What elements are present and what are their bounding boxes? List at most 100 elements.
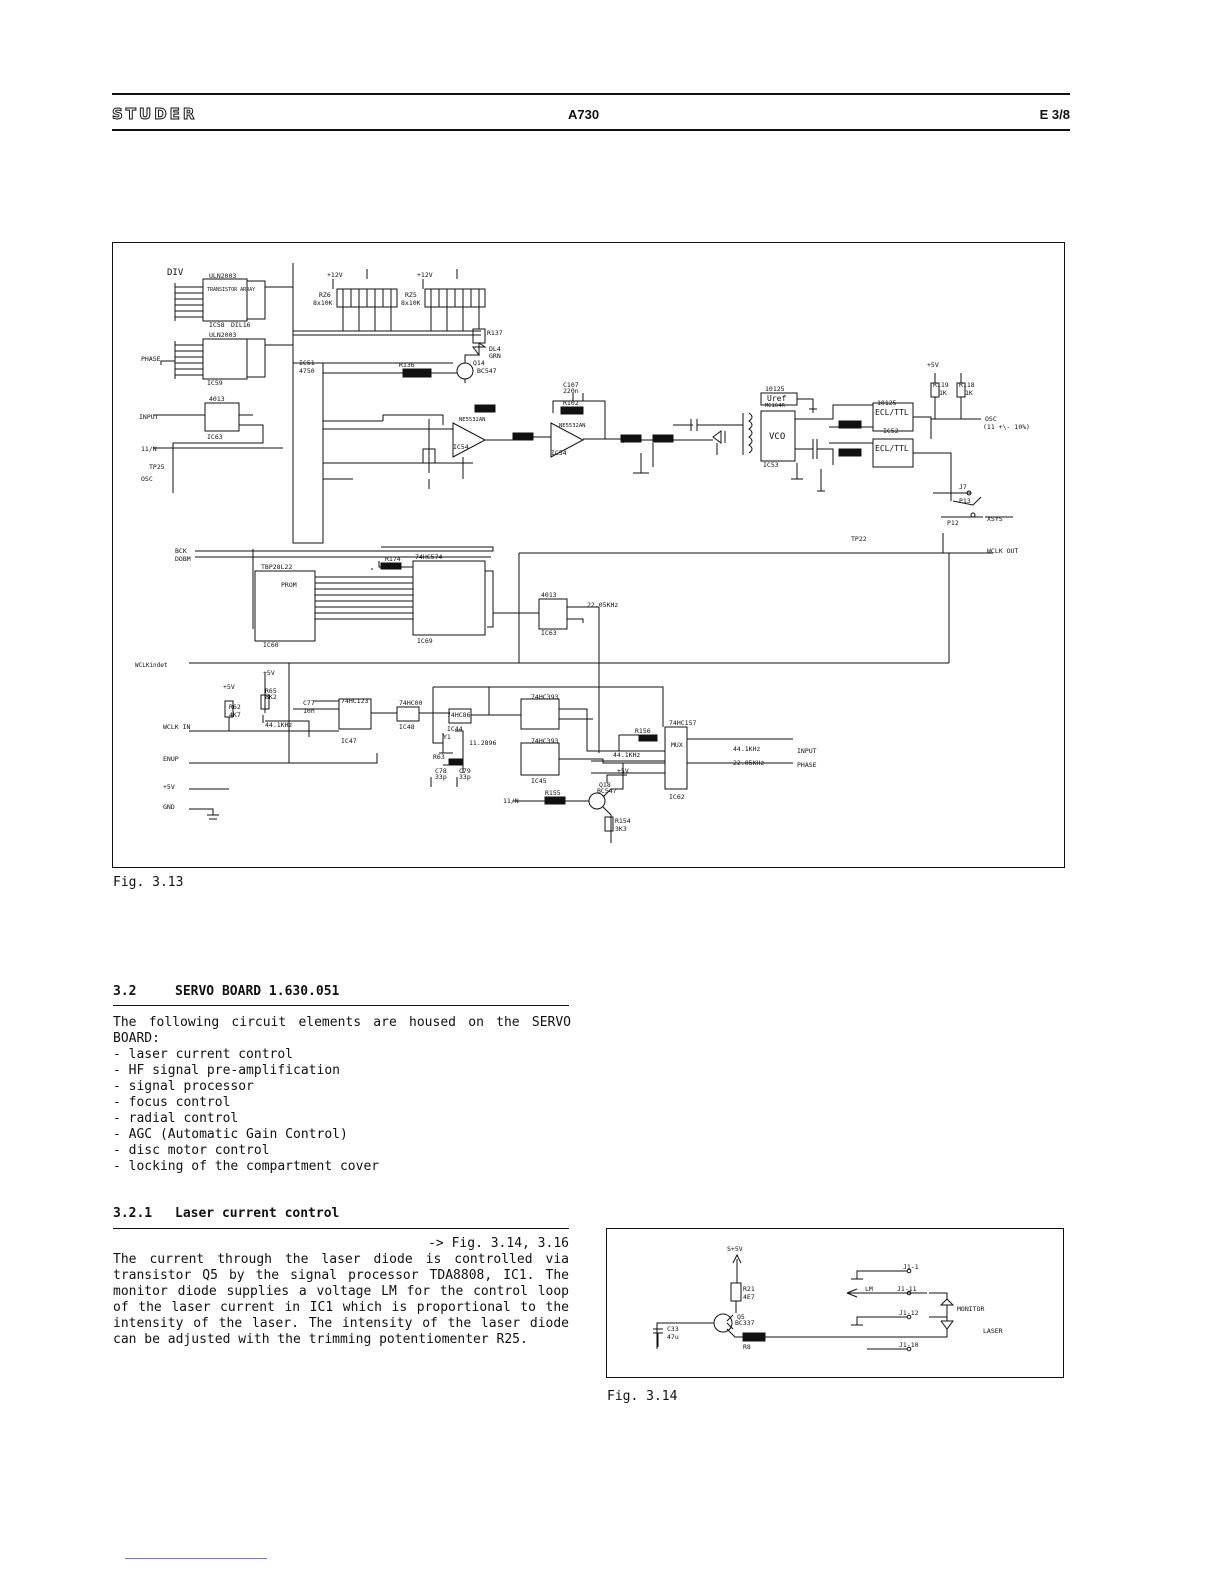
r118-value: 1K <box>965 389 973 397</box>
r174-label: R174 <box>385 555 401 563</box>
wclk-out-label: WCLK OUT <box>987 547 1018 555</box>
plus12v-label-b: +12V <box>417 271 433 279</box>
hc123-block <box>338 698 372 730</box>
hc123-label: 74HC123 <box>341 697 368 705</box>
body-line-last: can be adjusted with the trimming potent… <box>113 1332 528 1347</box>
uln-lower-label: ULN2003 <box>209 331 236 339</box>
part-10125-a: 10125 <box>765 385 785 393</box>
osc-in-label: OSC <box>141 475 153 483</box>
plus12v-label-a: +12V <box>327 271 343 279</box>
model-number: A730 <box>568 107 600 122</box>
ic58-label: IC58 <box>209 321 225 329</box>
p13-label: P13 <box>959 497 971 505</box>
phase-out-label: PHASE <box>797 761 817 769</box>
lm-label: LM <box>865 1285 873 1293</box>
schematic-figure-3-13: DIV ULN2003 TRANSISTOR ARRAY IC58 DIL16 … <box>112 242 1065 868</box>
supply-label: S+5V <box>727 1245 743 1253</box>
plus5v-label-c: +5V <box>223 683 235 691</box>
rz6-value: 8x10K <box>313 299 333 307</box>
r65-label: R65 <box>265 687 277 695</box>
freq-44-label-c: 44.1KHz <box>733 745 760 753</box>
r62-label: R62 <box>229 703 241 711</box>
body-line: transistor Q5 by the signal processor TD… <box>113 1268 569 1283</box>
input-out-label: INPUT <box>797 747 817 755</box>
j1-10-label: J1-10 <box>899 1341 919 1349</box>
ic52-label: IC52 <box>883 427 899 435</box>
r137-label: R137 <box>487 329 503 337</box>
body-line: monitor diode supplies a voltage LM for … <box>113 1284 569 1299</box>
ne5532-label-a: NE5532AN <box>459 417 486 423</box>
dil16-label-upper: DIL16 <box>231 321 251 329</box>
ic63b-part-label: 4013 <box>541 591 557 599</box>
ic47-label: IC47 <box>341 737 357 745</box>
hc157-label: 74HC157 <box>669 719 696 727</box>
osc-out-label: OSC <box>985 415 997 423</box>
hc574-block <box>412 560 486 636</box>
r119-value: 1K <box>939 389 947 397</box>
schematic-figure-3-14: S+5V R21 4E7 Q5 BC337 C33 47u R8 4E7 LM … <box>606 1228 1064 1378</box>
hc157-block <box>664 726 688 790</box>
r156-label: R156 <box>635 727 651 735</box>
rz5-value: 8x10K <box>401 299 421 307</box>
freq-44-label-a: 44.1KHz <box>265 721 292 729</box>
dl4-label: DL4 <box>489 345 501 353</box>
c33-label: C33 <box>667 1325 679 1333</box>
list-item: - disc motor control <box>113 1143 270 1158</box>
xsys-label: XSYS <box>987 515 1003 523</box>
y1-value: 11.2896 <box>469 739 496 747</box>
r21-value: 4E7 <box>743 1293 755 1301</box>
transistor-array-label: TRANSISTOR ARRAY <box>207 287 255 293</box>
c33-value: 47u <box>667 1333 679 1341</box>
figure-reference: -> Fig. 3.14, 3.16 <box>428 1236 569 1251</box>
r118-label: R118 <box>959 381 975 389</box>
c78-label: C78 <box>435 767 447 775</box>
ic60-label: IC60 <box>263 641 279 649</box>
j7-label: J7 <box>959 483 967 491</box>
dl4-color-label: GRN <box>489 352 501 360</box>
r154-value: 3K3 <box>615 825 627 833</box>
c79-label: C79 <box>459 767 471 775</box>
nn-q18-label: 11/N <box>503 797 519 805</box>
j1-1-label: J1-1 <box>903 1263 919 1271</box>
ic51-label: IC51 <box>299 359 315 367</box>
figure-3-13-caption: Fig. 3.13 <box>113 875 184 890</box>
part-10125-b: 10125 <box>877 399 897 407</box>
input-label: INPUT <box>139 413 159 421</box>
section-3-2-1-heading: 3.2.1 Laser current control <box>113 1206 339 1221</box>
r65-value: 8K2 <box>265 693 277 701</box>
header-bottom-rule <box>112 129 1070 131</box>
list-item: - laser current control <box>113 1047 294 1062</box>
ecl-ttl-label-b: ECL/TTL <box>875 444 909 453</box>
laser-drive-schematic: S+5V R21 4E7 Q5 BC337 C33 47u R8 4E7 LM … <box>653 1245 1003 1352</box>
ic59-label: IC59 <box>207 379 223 387</box>
ic51-part-label: 4750 <box>299 367 315 375</box>
ic54-label-a: IC54 <box>453 443 469 451</box>
ic48-label: IC48 <box>399 723 415 731</box>
ic62-label: IC62 <box>669 793 685 801</box>
laser-diode-label: LASER <box>983 1327 1003 1335</box>
c77-value: 10n <box>303 707 315 715</box>
section-3-2-1-title: Laser current control <box>175 1206 340 1221</box>
q5-label: Q5 <box>737 1313 745 1321</box>
r102-label: R102 <box>563 399 579 407</box>
c77-label: C77 <box>303 699 315 707</box>
r136-label: R136 <box>399 361 415 369</box>
r63-label: R63 <box>433 753 445 761</box>
ic44-label: IC44 <box>447 725 463 733</box>
c107-value: 220n <box>563 387 579 395</box>
section-3-2-rule <box>113 1005 569 1006</box>
section-3-2-intro-1: The following circuit elements are house… <box>113 1015 571 1030</box>
plus5v-label-b: +5V <box>263 669 275 677</box>
plus5v-label-d: +5V <box>617 767 629 775</box>
mux-label: MUX <box>671 741 683 749</box>
gnd-label: GND <box>163 803 175 811</box>
r155-label: R155 <box>545 789 561 797</box>
monitor-diode-label: MONITOR <box>957 1305 984 1313</box>
section-3-2-number: 3.2 <box>113 984 137 999</box>
section-3-2-1-number: 3.2.1 <box>113 1206 153 1221</box>
ic45-label: IC45 <box>531 777 547 785</box>
ic69-label: IC69 <box>417 637 433 645</box>
dobm-label: DOBM <box>175 555 191 563</box>
rz6-label: RZ6 <box>319 291 331 299</box>
